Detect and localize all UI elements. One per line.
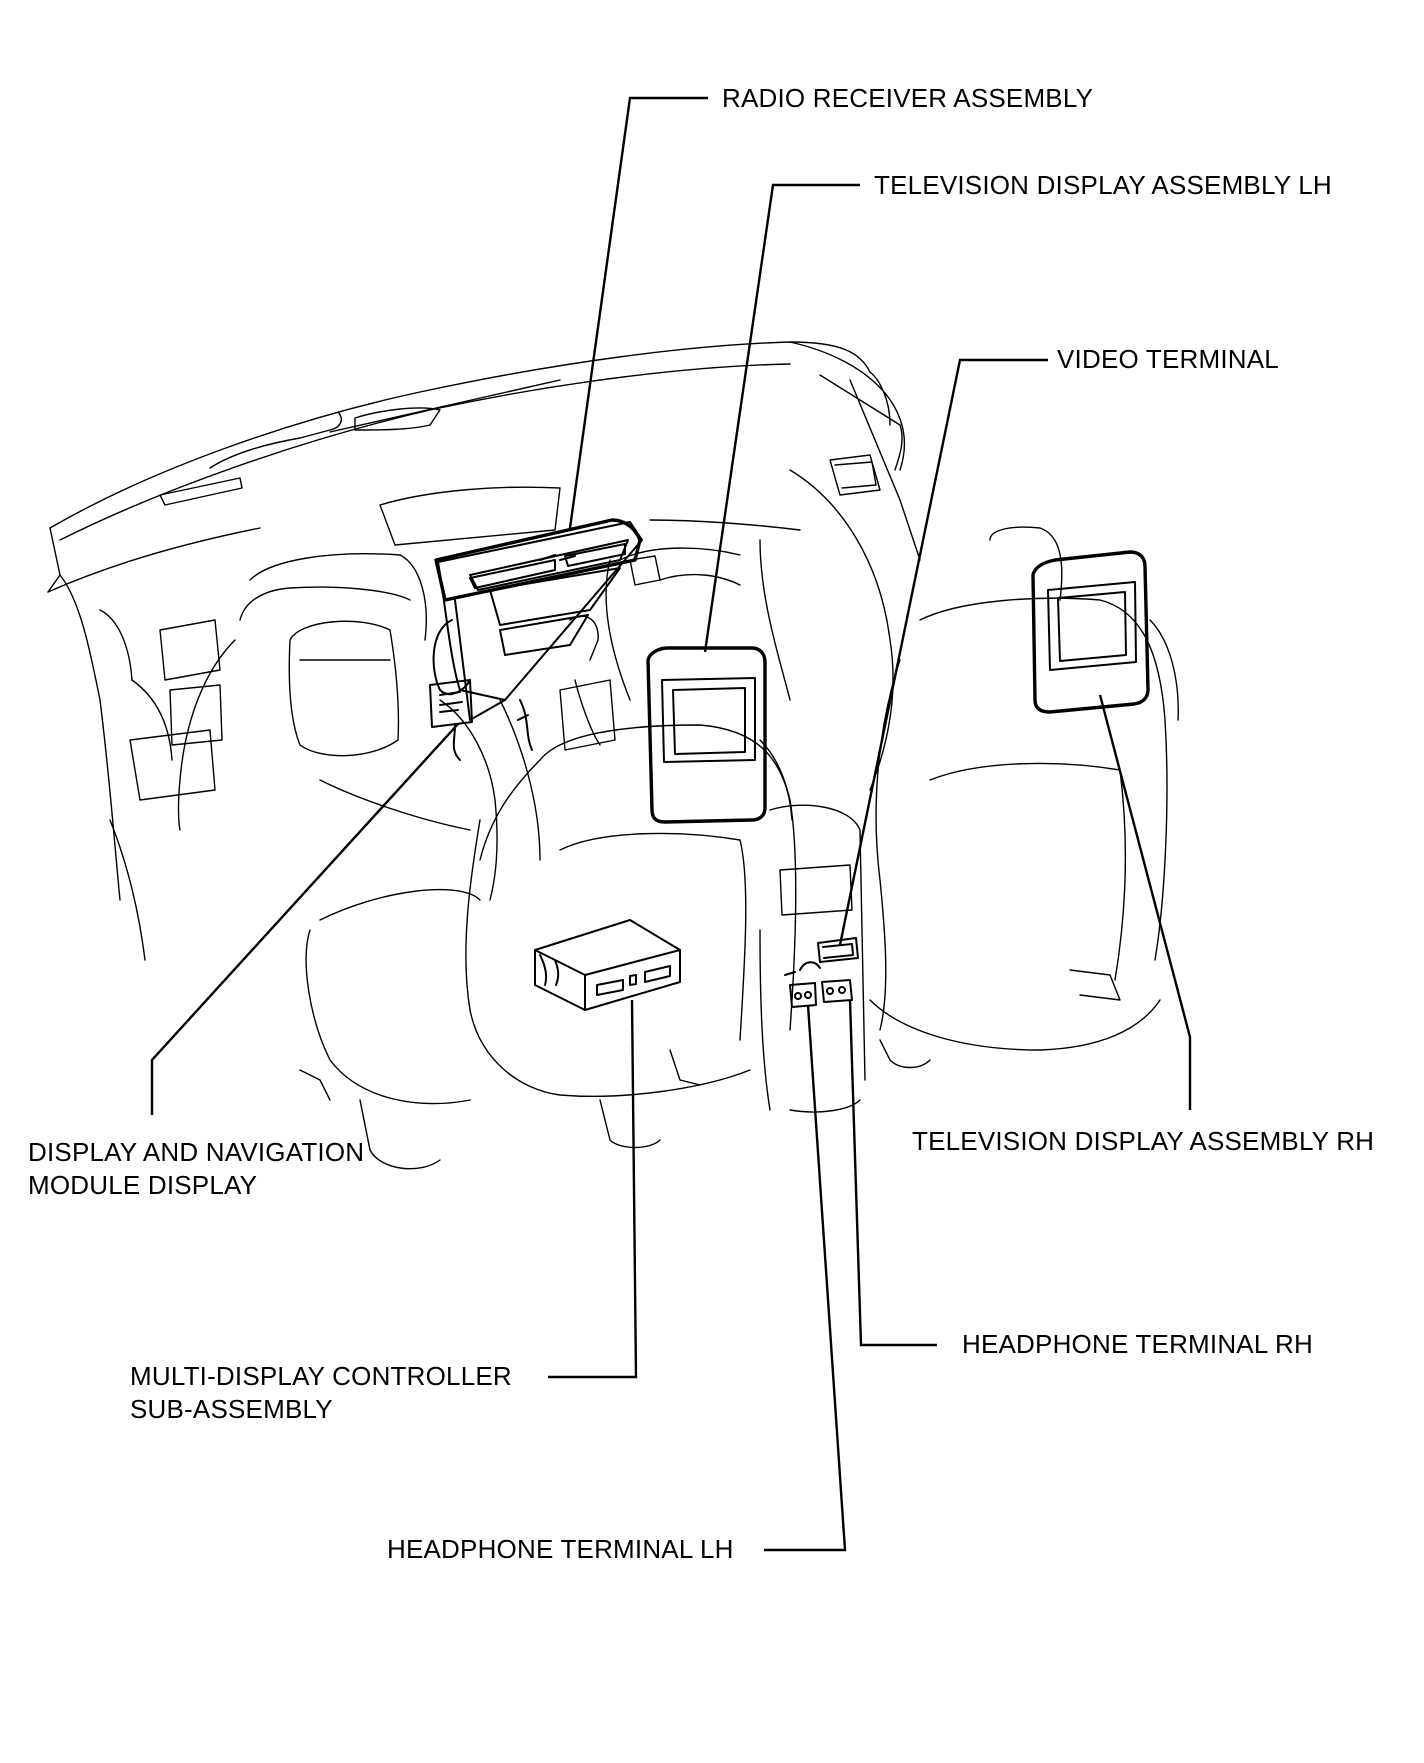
- label-multi-display-line1: MULTI-DISPLAY CONTROLLER: [130, 1361, 512, 1391]
- label-television-display-assembly-lh: TELEVISION DISPLAY ASSEMBLY LH: [874, 170, 1332, 200]
- display-navigation-module: [429, 679, 533, 761]
- radio-receiver: [434, 518, 642, 602]
- label-display-navigation-module-display: DISPLAY AND NAVIGATION MODULE DISPLAY: [28, 1136, 364, 1202]
- multi-display-controller: [534, 919, 681, 1011]
- label-display-navigation-line2: MODULE DISPLAY: [28, 1170, 258, 1200]
- label-radio-receiver-assembly: RADIO RECEIVER ASSEMBLY: [722, 83, 1094, 113]
- leader-lines: [150, 96, 1192, 1552]
- label-multi-display-line2: SUB-ASSEMBLY: [130, 1394, 333, 1424]
- steering-wheel: [129, 553, 541, 901]
- tv-display-rh: [1031, 550, 1150, 714]
- label-headphone-terminal-lh: HEADPHONE TERMINAL LH: [387, 1534, 734, 1564]
- gear-shift: [559, 615, 616, 751]
- left-door: [59, 574, 173, 961]
- label-video-terminal: VIDEO TERMINAL: [1057, 344, 1279, 374]
- center-console: [759, 804, 866, 1113]
- rear-seat-right: [869, 526, 1179, 1069]
- label-television-display-assembly-rh: TELEVISION DISPLAY ASSEMBLY RH: [912, 1126, 1375, 1156]
- dashboard: [47, 341, 921, 791]
- rear-terminals: [784, 937, 859, 1008]
- label-multi-display-controller-sub-assembly: MULTI-DISPLAY CONTROLLER SUB-ASSEMBLY: [130, 1360, 512, 1426]
- label-headphone-terminal-rh: HEADPHONE TERMINAL RH: [962, 1329, 1313, 1359]
- label-display-navigation-line1: DISPLAY AND NAVIGATION: [28, 1137, 365, 1167]
- rear-seat-left: [605, 547, 793, 1086]
- tv-display-lh: [646, 646, 767, 824]
- front-seat-left: [299, 724, 797, 1170]
